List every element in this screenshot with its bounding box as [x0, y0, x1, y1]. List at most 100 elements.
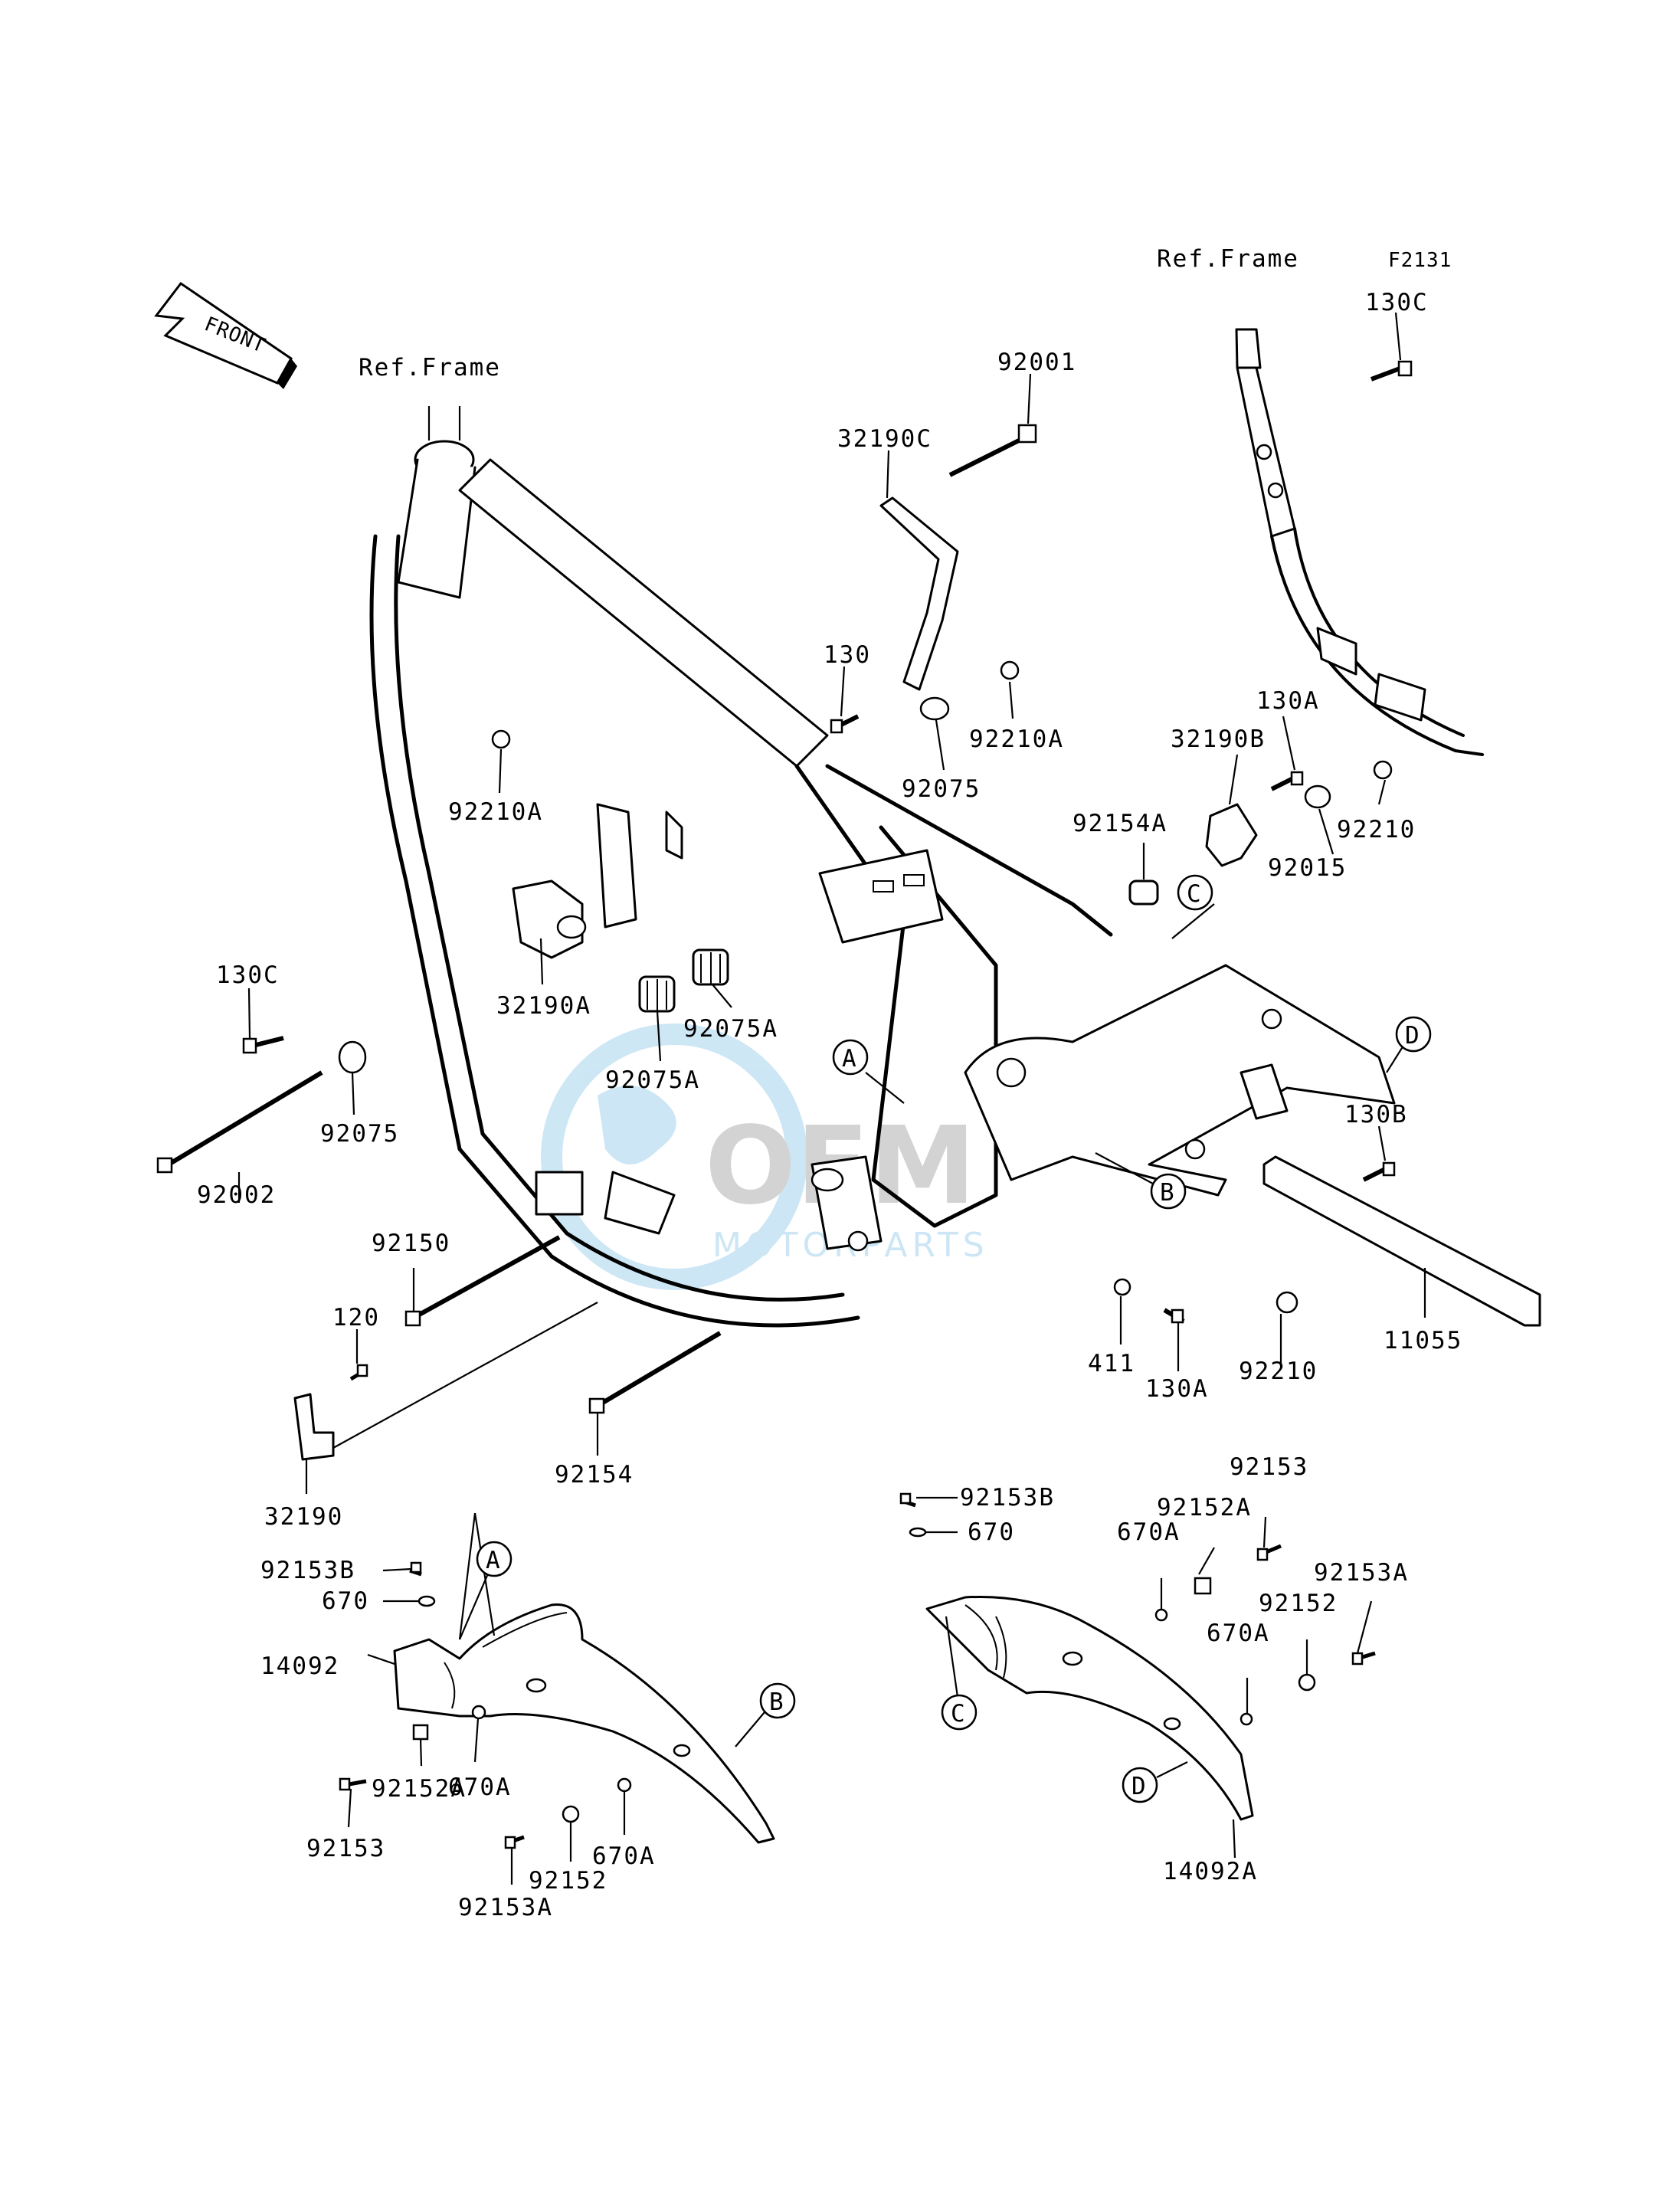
bolt-130	[830, 714, 860, 734]
callout-c-fender: C	[941, 1694, 978, 1731]
washer-670a-right-2	[1240, 1712, 1253, 1726]
part-label: 92075	[320, 1120, 399, 1148]
part-label: 92210A	[448, 798, 543, 826]
washer-670a-left-2	[617, 1777, 632, 1793]
washer-670a-right-1	[1154, 1608, 1168, 1622]
part-label: 92001	[997, 349, 1076, 376]
part-label: 670A	[1117, 1518, 1181, 1546]
svg-text:C: C	[1187, 880, 1203, 908]
part-label: 14092	[260, 1652, 339, 1680]
bolt-130a-upper	[1270, 771, 1304, 791]
callout-b-frame: B	[1150, 1173, 1187, 1210]
front-arrow-icon: FRONT	[154, 281, 297, 389]
nut-92210-upper	[1373, 760, 1393, 780]
nut-92210-lower	[1276, 1291, 1298, 1314]
part-label: 11055	[1384, 1327, 1462, 1354]
nut-92152-right	[1298, 1673, 1316, 1692]
part-label: 670	[322, 1587, 369, 1615]
bracket-32190c	[879, 496, 959, 691]
ref-frame-right	[1235, 328, 1484, 756]
part-label: 14092A	[1163, 1858, 1258, 1885]
main-frame	[369, 406, 1396, 1328]
collar-92075-left	[338, 1040, 367, 1074]
washer-670a-left-1	[471, 1705, 486, 1720]
callout-d-fender: D	[1122, 1767, 1158, 1803]
part-label: 92152A	[1157, 1494, 1252, 1521]
part-label: 130C	[1365, 289, 1429, 316]
bolt-130c-left	[242, 1036, 284, 1054]
part-label: 130A	[1145, 1375, 1209, 1403]
collar-92075-upper	[919, 696, 950, 721]
rubber-92154a	[1128, 879, 1159, 906]
bolt-92002	[156, 1070, 323, 1174]
nut-92210a-right	[1000, 660, 1020, 680]
part-label: 92002	[197, 1181, 276, 1209]
part-label: 120	[332, 1304, 380, 1331]
part-label: 92210	[1239, 1358, 1318, 1385]
part-label: 32190C	[837, 425, 932, 453]
bracket-32190b	[1205, 803, 1258, 867]
svg-text:D: D	[1131, 1773, 1148, 1800]
bolt-92001	[948, 424, 1037, 477]
part-label: 92152	[529, 1867, 607, 1895]
nut-92210a-left	[491, 729, 511, 749]
part-label: 32190	[264, 1503, 343, 1531]
part-label: 92153A	[1314, 1559, 1409, 1587]
part-label: 92015	[1268, 854, 1347, 882]
part-label: 92153B	[260, 1557, 355, 1584]
part-label: 92154	[555, 1461, 634, 1489]
washer-670-right	[909, 1527, 927, 1538]
part-label: 92153A	[458, 1894, 553, 1921]
svg-text:C: C	[951, 1700, 967, 1728]
part-label: 92153	[1230, 1453, 1308, 1481]
collar-92152a-left	[412, 1724, 429, 1741]
svg-text:A: A	[842, 1045, 858, 1073]
part-label: 92154A	[1073, 810, 1167, 837]
part-label: 130C	[216, 961, 280, 989]
part-label: 92152	[1259, 1590, 1338, 1617]
fender-14092a	[925, 1595, 1254, 1821]
part-label: 92153	[306, 1835, 385, 1862]
svg-text:B: B	[1160, 1179, 1176, 1207]
callout-d-frame: D	[1395, 1016, 1432, 1053]
part-label: 92150	[372, 1230, 450, 1257]
ref-frame-left-label: Ref.Frame	[359, 354, 501, 382]
part-label: 32190A	[496, 992, 591, 1020]
diagram-code: F2131	[1388, 249, 1452, 272]
callout-b-fender: B	[759, 1682, 796, 1719]
part-label: 92075A	[683, 1015, 778, 1043]
part-label: 32190B	[1171, 725, 1266, 753]
nut-92152-left	[562, 1805, 580, 1823]
bracket-11055	[1262, 1155, 1541, 1327]
bolt-130a-lower	[1163, 1308, 1185, 1324]
bracket-32190	[293, 1393, 335, 1461]
svg-text:D: D	[1405, 1022, 1421, 1050]
bolt-92153b-left	[409, 1561, 422, 1577]
bolt-92153a-left	[504, 1835, 525, 1849]
callout-c-frame: C	[1177, 874, 1213, 911]
part-label: 92152A	[372, 1775, 467, 1803]
bolt-92153b-right	[899, 1492, 916, 1508]
bracket-32190a	[512, 879, 584, 959]
washer-411	[1113, 1278, 1131, 1296]
part-label: 92153B	[960, 1484, 1055, 1512]
bolt-130c-right	[1370, 360, 1413, 382]
part-label: 670A	[1207, 1620, 1270, 1647]
screw-120	[349, 1364, 368, 1381]
part-label: 670	[968, 1518, 1015, 1546]
bolt-92153-right	[1256, 1544, 1282, 1561]
rubber-92075a-2	[692, 948, 729, 986]
bolt-92153a-right	[1351, 1651, 1376, 1665]
part-label: 411	[1088, 1350, 1135, 1377]
part-label: 92210	[1337, 816, 1416, 843]
callout-a-fender: A	[476, 1541, 513, 1577]
bearing-92015	[1304, 784, 1331, 809]
svg-text:A: A	[486, 1547, 502, 1574]
part-label: 130A	[1256, 687, 1320, 715]
bolt-130b	[1362, 1161, 1396, 1182]
part-label: 92075	[902, 775, 981, 803]
part-label: 670A	[592, 1842, 656, 1870]
bolt-92154	[588, 1331, 722, 1414]
